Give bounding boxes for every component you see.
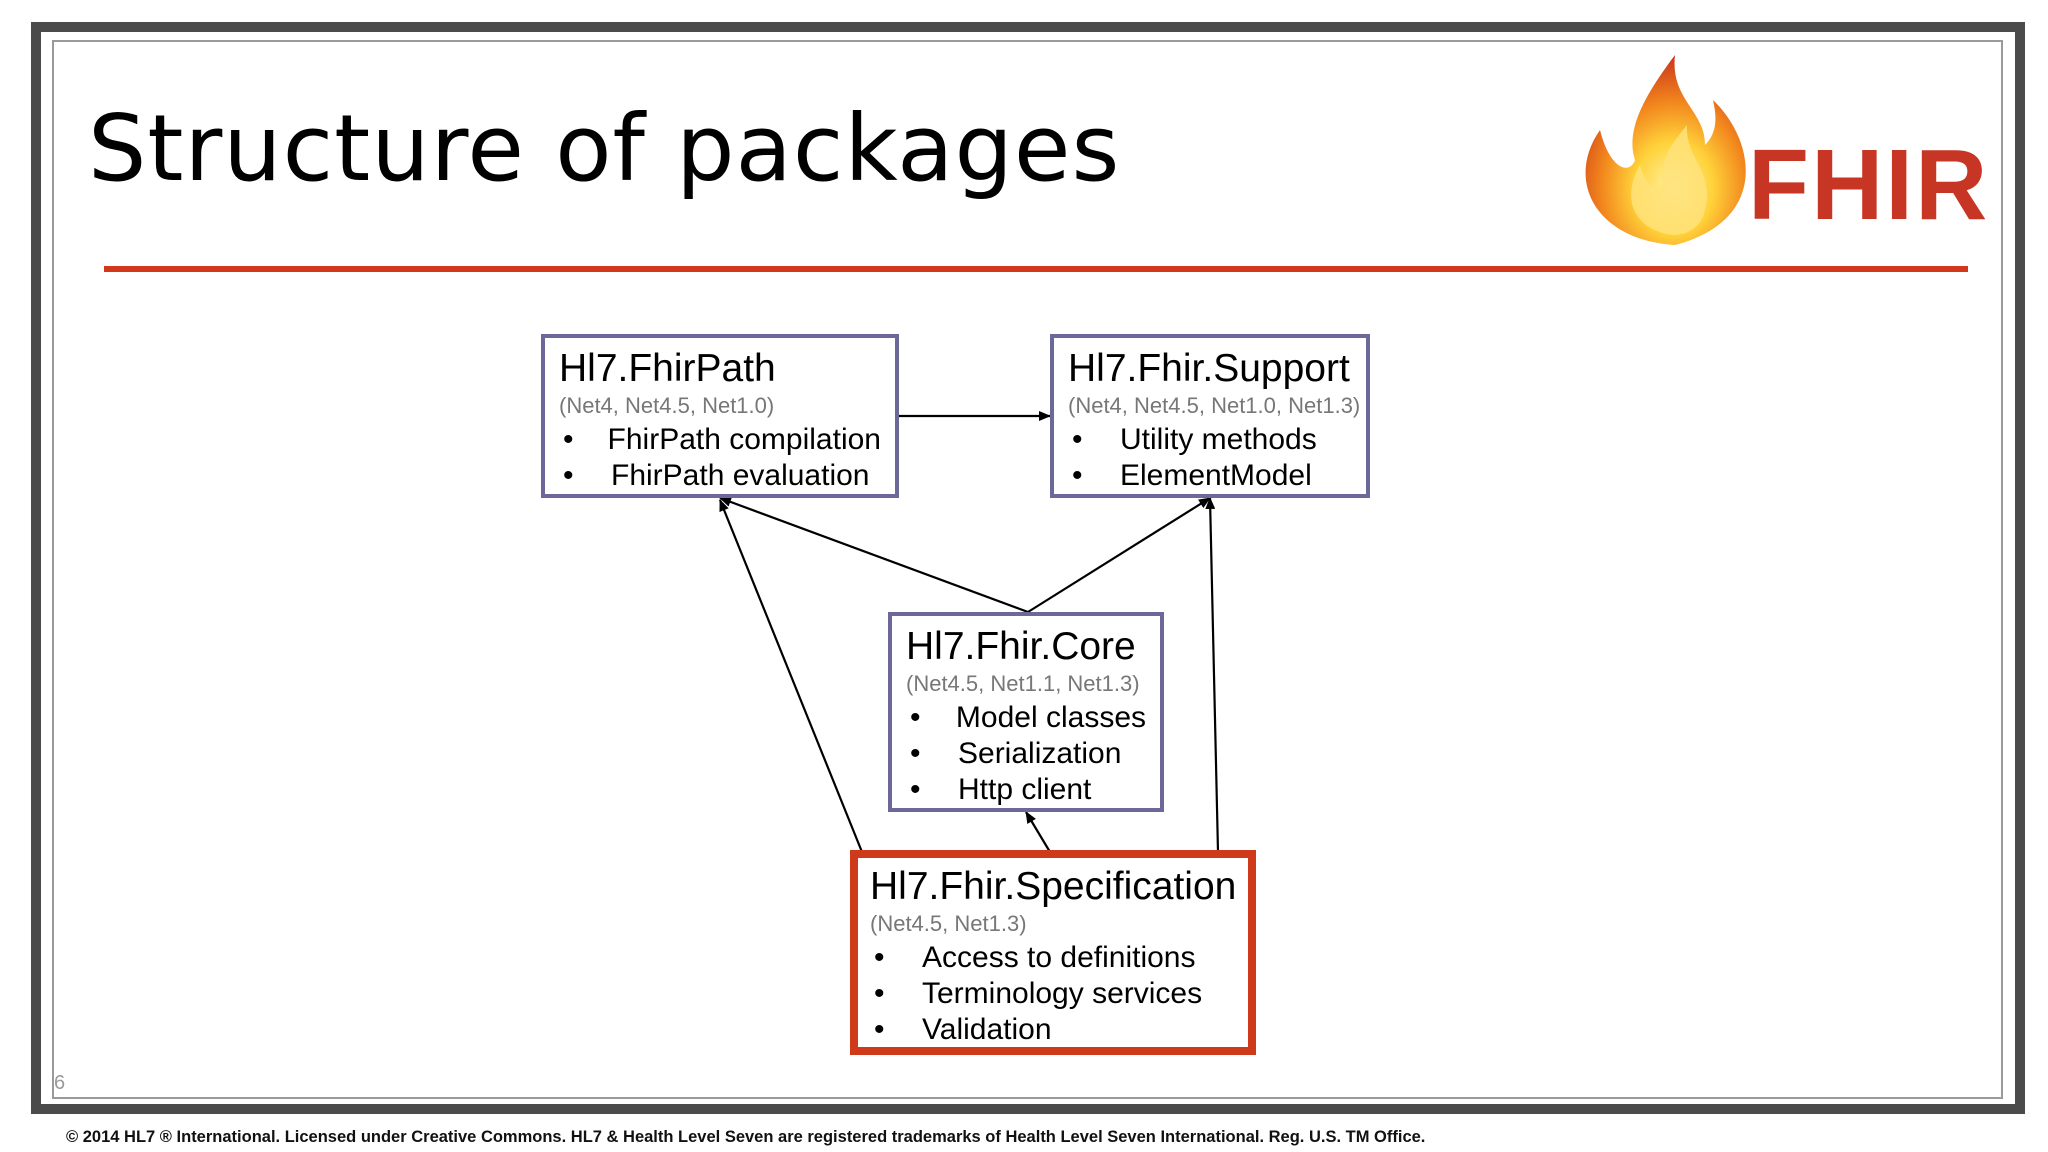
feature-item: •Validation bbox=[874, 1013, 1052, 1046]
package-targets: (Net4, Net4.5, Net1.0, Net1.3) bbox=[1068, 393, 1361, 418]
feature-item: •Access to definitions bbox=[874, 941, 1196, 974]
package-targets: (Net4.5, Net1.3) bbox=[870, 911, 1027, 936]
package-box-support: Hl7.Fhir.Support (Net4, Net4.5, Net1.0, … bbox=[1050, 334, 1370, 498]
feature-item: •ElementModel bbox=[1072, 459, 1312, 492]
slide-title: Structure of packages bbox=[88, 95, 1121, 202]
feature-list: •Utility methods •ElementModel bbox=[1068, 422, 1352, 494]
package-name: Hl7.FhirPath bbox=[559, 347, 776, 390]
feature-list: •Model classes •Serialization •Http clie… bbox=[906, 700, 1146, 808]
feature-item: •Http client bbox=[910, 773, 1092, 806]
feature-list: •Access to definitions •Terminology serv… bbox=[870, 940, 1236, 1048]
footer-copyright: © 2014 HL7 ® International. Licensed und… bbox=[66, 1128, 1426, 1146]
fhir-logo: FHIR bbox=[1555, 50, 2000, 260]
feature-item: •Utility methods bbox=[1072, 423, 1317, 456]
feature-item: •Model classes bbox=[910, 701, 1146, 734]
package-targets: (Net4.5, Net1.1, Net1.3) bbox=[906, 671, 1140, 696]
feature-item: •Serialization bbox=[910, 737, 1122, 770]
package-name: Hl7.Fhir.Specification bbox=[870, 865, 1237, 908]
package-box-core: Hl7.Fhir.Core (Net4.5, Net1.1, Net1.3) •… bbox=[888, 612, 1164, 812]
flame-icon bbox=[1585, 55, 1746, 245]
package-box-specification: Hl7.Fhir.Specification (Net4.5, Net1.3) … bbox=[850, 850, 1256, 1055]
feature-item: •FhirPath compilation bbox=[563, 423, 881, 456]
logo-wordmark: FHIR bbox=[1748, 129, 1990, 241]
feature-item: •Terminology services bbox=[874, 977, 1203, 1010]
package-targets: (Net4, Net4.5, Net1.0) bbox=[559, 393, 775, 418]
feature-item: •FhirPath evaluation bbox=[563, 459, 870, 492]
package-box-fhirpath: Hl7.FhirPath (Net4, Net4.5, Net1.0) •Fhi… bbox=[541, 334, 899, 498]
feature-list: •FhirPath compilation •FhirPath evaluati… bbox=[559, 422, 881, 494]
package-name: Hl7.Fhir.Core bbox=[906, 625, 1136, 668]
page-number: 6 bbox=[54, 1072, 66, 1094]
package-name: Hl7.Fhir.Support bbox=[1068, 347, 1350, 390]
title-underline bbox=[104, 266, 1968, 272]
